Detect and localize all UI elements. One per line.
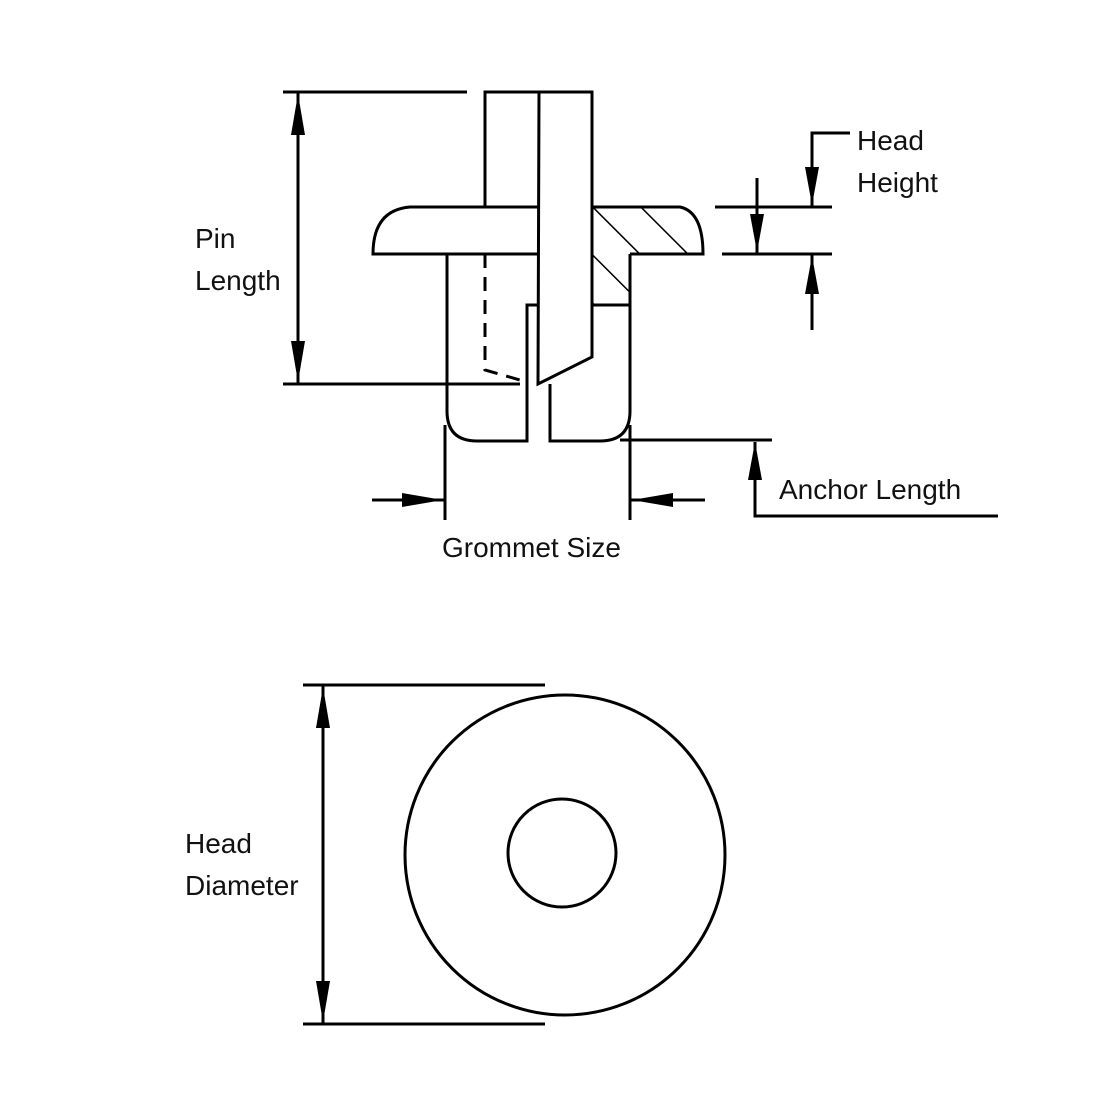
arrow-right-icon: [402, 493, 443, 507]
head-outer-circle: [403, 693, 727, 1017]
grommet-body: [445, 254, 632, 443]
head-diameter-dimension: Head Diameter: [185, 683, 545, 1026]
head-diameter-label-line1: Head: [185, 828, 252, 859]
side-view: [371, 90, 705, 443]
arrow-down-icon: [291, 341, 305, 382]
pin-label-line1: Pin: [195, 223, 235, 254]
pin-outline: [483, 90, 539, 207]
head-diameter-label-line2: Diameter: [185, 870, 299, 901]
anchor-length-dimension: Anchor Length: [620, 438, 998, 518]
pin-label-line2: Length: [195, 265, 281, 296]
arrow-down-icon: [316, 981, 330, 1022]
arrow-down-icon: [805, 167, 819, 205]
center-hole: [506, 797, 618, 909]
head-height-label-line2: Height: [857, 167, 938, 198]
head-height-dimension: Head Height: [715, 125, 938, 330]
head-height-label-line1: Head: [857, 125, 924, 156]
grommet-size-dimension: Grommet Size: [372, 425, 705, 563]
hidden-line: [483, 254, 521, 382]
head-section-hatched: [592, 207, 703, 305]
grommet-head: [371, 205, 705, 256]
pin-section: [536, 90, 594, 387]
grommet-size-label: Grommet Size: [442, 532, 621, 563]
arrow-up-icon: [748, 442, 762, 480]
arrow-up-icon: [291, 94, 305, 135]
arrow-up-icon: [805, 256, 819, 294]
arrow-up-icon: [316, 687, 330, 728]
arrow-left-icon: [632, 493, 673, 507]
pin-length-dimension: Pin Length: [195, 90, 520, 386]
arrow-down-icon: [750, 214, 764, 252]
anchor-length-label: Anchor Length: [779, 474, 961, 505]
top-view: [403, 693, 727, 1017]
